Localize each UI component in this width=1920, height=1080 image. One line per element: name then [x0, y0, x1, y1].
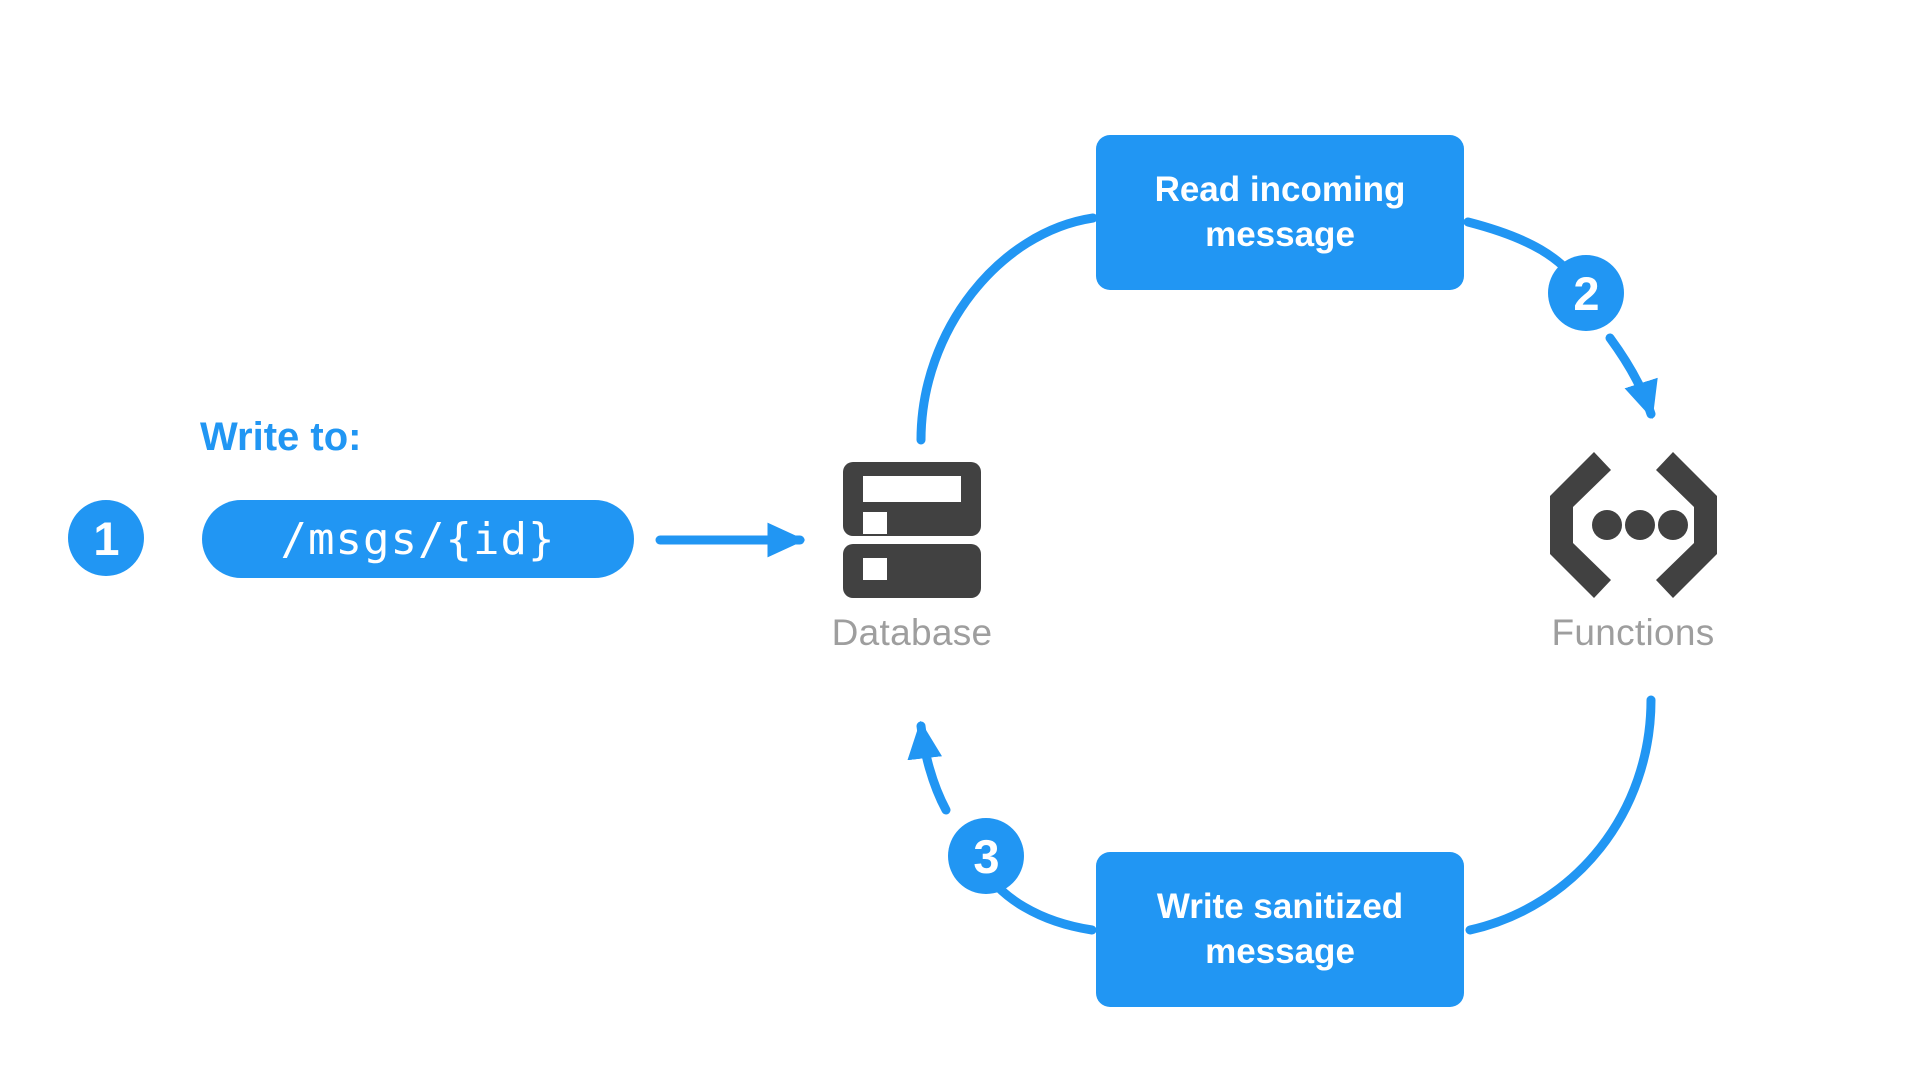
- database-path-pill[interactable]: /msgs/{id}: [202, 500, 634, 578]
- write-to-label: Write to:: [200, 415, 362, 459]
- functions-brackets-icon: [1549, 452, 1717, 598]
- functions-label: Functions: [1551, 612, 1715, 653]
- database-path-text: /msgs/{id}: [280, 513, 556, 565]
- database-label: Database: [831, 612, 993, 653]
- write-box-line-1: Write sanitized: [1156, 886, 1404, 926]
- connector-functions-to-write-box: [1465, 695, 1656, 935]
- step-badge-2: 2: [1548, 255, 1624, 331]
- step-badge-1: 1: [68, 500, 144, 576]
- database-icon: [843, 462, 981, 598]
- step-badge-3: 3: [948, 818, 1024, 894]
- node-database[interactable]: Database: [822, 460, 1002, 654]
- node-functions[interactable]: Functions: [1528, 450, 1738, 654]
- connector-read-box-to-functions-tail: [1605, 333, 1658, 420]
- read-box-line-1: Read incoming: [1154, 169, 1406, 209]
- read-incoming-message-box[interactable]: Read incoming message: [1096, 135, 1464, 290]
- write-sanitized-message-box[interactable]: Write sanitized message: [1096, 852, 1464, 1007]
- write-box-line-2: message: [1205, 931, 1355, 971]
- connector-write-box-to-database: [907, 720, 951, 815]
- connector-database-to-read-box: [916, 213, 1098, 445]
- read-box-line-2: message: [1205, 214, 1355, 254]
